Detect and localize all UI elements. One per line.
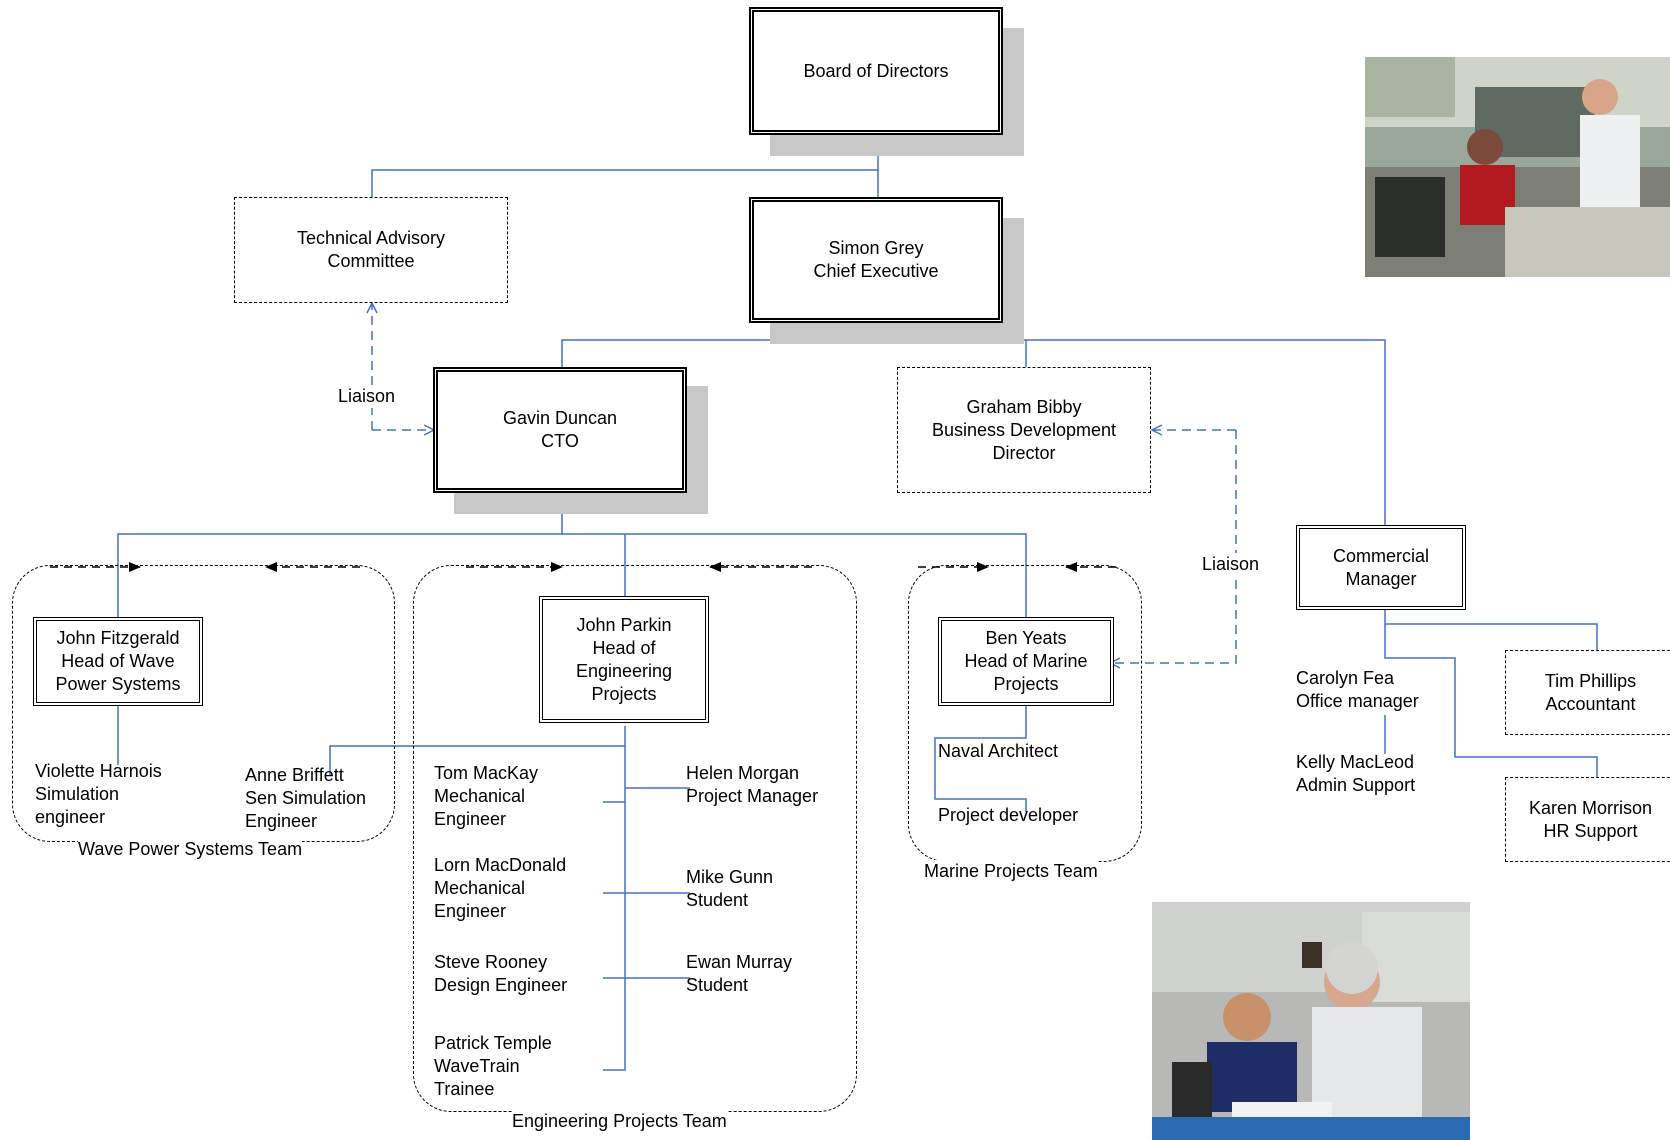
wave-member-violette: Violette Harnois Simulation engineer bbox=[35, 761, 162, 827]
eng-member-left-1: Tom MacKay Mechanical Engineer bbox=[434, 763, 539, 829]
liaison-bdd-marine-arrow bbox=[1110, 430, 1237, 663]
eng-member-right-1: Helen Morgan Project Manager bbox=[686, 763, 819, 806]
eng-team-caption: Engineering Projects Team bbox=[512, 1110, 727, 1132]
marine-member-naval: Naval Architect bbox=[938, 741, 1059, 761]
liaison-left-label: Liaison bbox=[338, 385, 396, 408]
commercial-box: Commercial Manager bbox=[1296, 525, 1466, 610]
eng-to-anne-line bbox=[329, 745, 625, 776]
marine-team-caption: Marine Projects Team bbox=[924, 860, 1098, 882]
karen-label: Karen Morrison HR Support bbox=[1528, 797, 1653, 841]
office-photo-top bbox=[1365, 57, 1670, 277]
commercial-kelly: Kelly MacLeod Admin Support bbox=[1296, 752, 1416, 795]
commercial-to-tim-line bbox=[1384, 610, 1598, 650]
office-photo-bottom bbox=[1152, 902, 1470, 1140]
eng-member-left-4: Patrick Temple WaveTrain Trainee bbox=[434, 1033, 552, 1099]
wave-head-box: John Fitzgerald Head of Wave Power Syste… bbox=[33, 617, 203, 706]
wave-member-anne: Anne Briffett Sen Simulation Engineer bbox=[245, 765, 367, 831]
tim-box: Tim Phillips Accountant bbox=[1505, 650, 1670, 735]
ceo-to-bdd-line bbox=[878, 339, 1027, 367]
eng-spine-line bbox=[603, 726, 626, 1071]
tac-box: Technical Advisory Committee bbox=[234, 197, 508, 303]
cto-to-marine-line bbox=[625, 533, 1027, 617]
wave-head-label: John Fitzgerald Head of Wave Power Syste… bbox=[55, 628, 181, 694]
karen-box: Karen Morrison HR Support bbox=[1505, 777, 1670, 862]
ceo-label: Simon Grey Chief Executive bbox=[813, 238, 939, 281]
marine-head-box: Ben Yeats Head of Marine Projects bbox=[938, 617, 1114, 706]
cto-box: Gavin Duncan CTO bbox=[433, 367, 687, 493]
bdd-label: Graham Bibby Business Development Direct… bbox=[931, 396, 1117, 463]
commercial-to-karen-line bbox=[1384, 624, 1598, 777]
marine-member-line bbox=[934, 706, 1027, 812]
liaison-right-label: Liaison bbox=[1202, 553, 1260, 576]
board-box: Board of Directors bbox=[749, 7, 1003, 135]
eng-member-right-2: Mike Gunn Student bbox=[686, 867, 774, 910]
ceo-to-commercial-line bbox=[1026, 339, 1386, 525]
eng-head-box: John Parkin Head of Engineering Projects bbox=[539, 596, 709, 723]
wave-team-caption: Wave Power Systems Team bbox=[78, 838, 303, 860]
eng-member-left-3: Steve Rooney Design Engineer bbox=[434, 952, 568, 995]
ceo-box: Simon Grey Chief Executive bbox=[749, 197, 1003, 323]
commercial-label: Commercial Manager bbox=[1332, 545, 1429, 589]
cto-label: Gavin Duncan CTO bbox=[502, 408, 618, 451]
eng-head-label: John Parkin Head of Engineering Projects bbox=[575, 614, 673, 704]
bdd-box: Graham Bibby Business Development Direct… bbox=[897, 367, 1151, 493]
marine-head-label: Ben Yeats Head of Marine Projects bbox=[964, 628, 1088, 694]
eng-member-right-3: Ewan Murray Student bbox=[686, 952, 793, 995]
eng-member-left-2: Lorn MacDonald Mechanical Engineer bbox=[434, 855, 567, 921]
board-label: Board of Directors bbox=[803, 60, 949, 81]
tac-label: Technical Advisory Committee bbox=[296, 228, 446, 271]
board-to-tac-line bbox=[371, 169, 878, 197]
marine-member-developer: Project developer bbox=[938, 805, 1079, 825]
commercial-carolyn: Carolyn Fea Office manager bbox=[1296, 668, 1419, 711]
tim-label: Tim Phillips Accountant bbox=[1544, 670, 1637, 714]
